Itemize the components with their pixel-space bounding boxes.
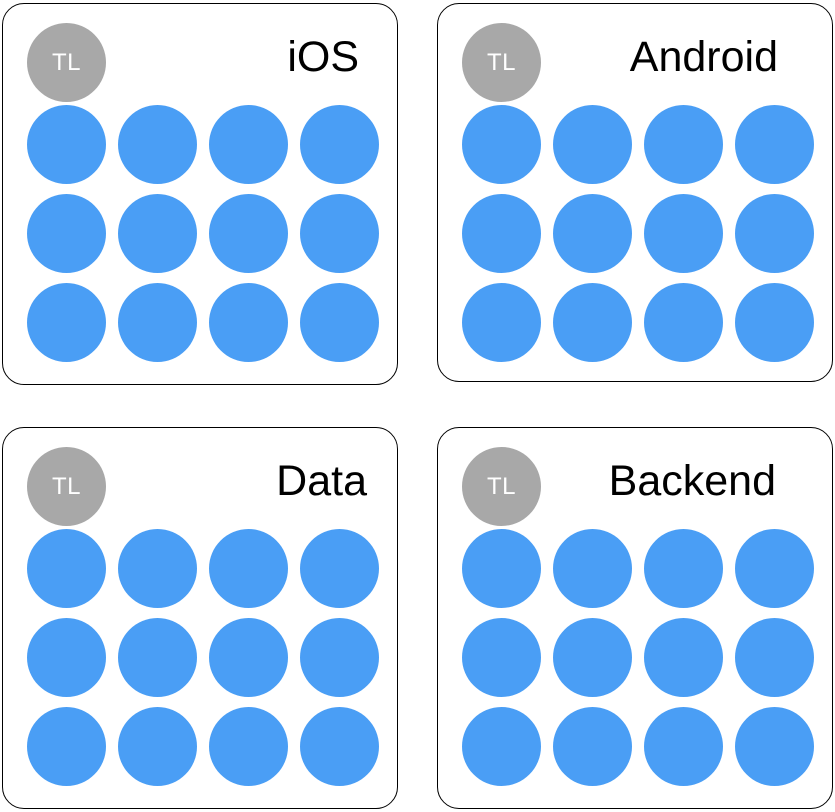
member-grid xyxy=(27,105,379,365)
team-member-dot xyxy=(735,707,814,786)
team-member-dot xyxy=(27,707,106,786)
team-member-dot xyxy=(644,707,723,786)
team-member-dot xyxy=(27,283,106,362)
team-member-dot xyxy=(300,194,379,273)
team-member-dot xyxy=(118,707,197,786)
team-member-dot xyxy=(300,707,379,786)
team-member-dot xyxy=(300,529,379,608)
team-member-dot xyxy=(553,529,632,608)
team-member-dot xyxy=(644,618,723,697)
team-member-dot xyxy=(644,105,723,184)
team-member-dot xyxy=(462,529,541,608)
team-member-dot xyxy=(27,105,106,184)
team-title: Data xyxy=(276,457,367,505)
team-member-dot xyxy=(118,618,197,697)
member-grid xyxy=(462,105,814,365)
team-member-dot xyxy=(462,707,541,786)
team-lead-avatar: TL xyxy=(27,447,106,526)
team-member-dot xyxy=(462,194,541,273)
team-title: Android xyxy=(629,33,778,81)
team-box-android: TL Android xyxy=(437,3,833,382)
member-grid xyxy=(27,529,379,789)
team-member-dot xyxy=(462,105,541,184)
team-title: iOS xyxy=(287,33,359,81)
team-member-dot xyxy=(300,105,379,184)
team-member-dot xyxy=(644,194,723,273)
team-lead-avatar: TL xyxy=(27,23,106,102)
team-member-dot xyxy=(209,194,288,273)
team-member-dot xyxy=(27,529,106,608)
team-title: Backend xyxy=(608,457,776,505)
team-box-ios: TL iOS xyxy=(2,3,398,385)
team-member-dot xyxy=(553,707,632,786)
team-member-dot xyxy=(209,105,288,184)
team-member-dot xyxy=(735,618,814,697)
team-member-dot xyxy=(735,105,814,184)
team-member-dot xyxy=(209,283,288,362)
team-member-dot xyxy=(553,283,632,362)
team-member-dot xyxy=(462,618,541,697)
team-member-dot xyxy=(300,618,379,697)
team-lead-avatar: TL xyxy=(462,447,541,526)
team-member-dot xyxy=(118,529,197,608)
team-box-backend: TL Backend xyxy=(437,427,833,809)
team-member-dot xyxy=(644,529,723,608)
team-member-dot xyxy=(209,529,288,608)
team-member-dot xyxy=(735,194,814,273)
member-grid xyxy=(462,529,814,789)
team-member-dot xyxy=(118,105,197,184)
team-member-dot xyxy=(553,105,632,184)
team-member-dot xyxy=(644,283,723,362)
team-member-dot xyxy=(553,194,632,273)
team-member-dot xyxy=(553,618,632,697)
team-lead-avatar: TL xyxy=(462,23,541,102)
team-member-dot xyxy=(118,283,197,362)
team-member-dot xyxy=(300,283,379,362)
team-member-dot xyxy=(209,618,288,697)
team-box-data: TL Data xyxy=(2,427,398,809)
team-member-dot xyxy=(735,529,814,608)
team-member-dot xyxy=(209,707,288,786)
team-member-dot xyxy=(735,283,814,362)
team-member-dot xyxy=(118,194,197,273)
team-member-dot xyxy=(27,618,106,697)
team-member-dot xyxy=(27,194,106,273)
team-member-dot xyxy=(462,283,541,362)
